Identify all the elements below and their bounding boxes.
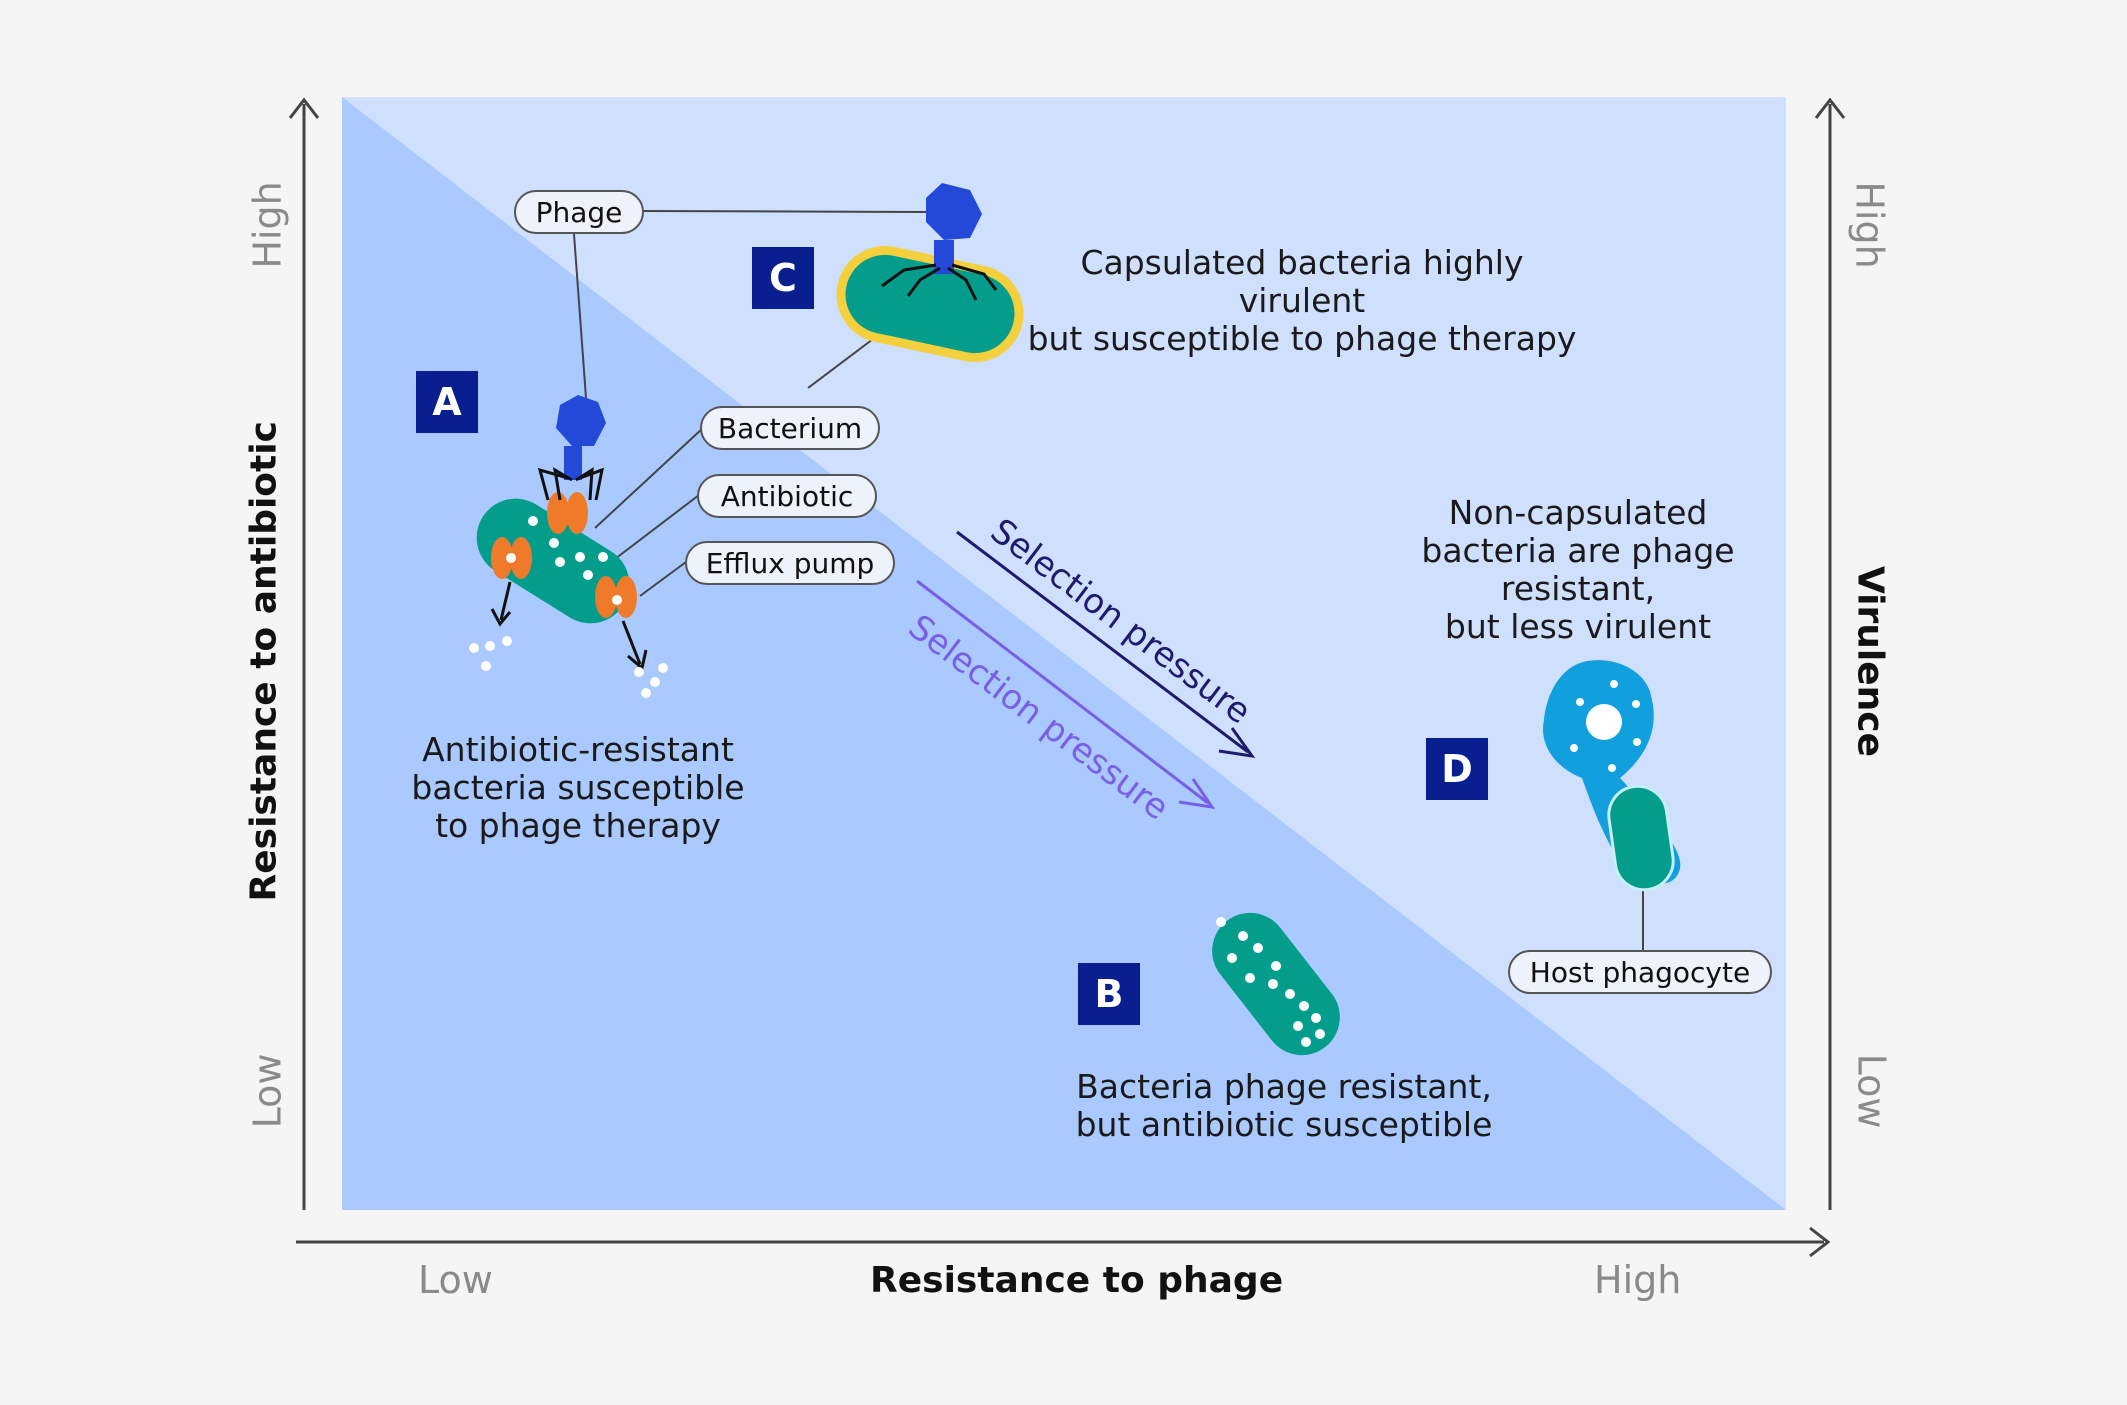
bottom-axis-high-label: High [1594, 1258, 1682, 1302]
host-phagocyte-illustration [1542, 660, 1681, 892]
left-axis [288, 97, 320, 1210]
quadrant-a-caption: Antibiotic-resistant bacteria susceptibl… [388, 731, 768, 845]
quadrant-b-caption-line: Bacteria phage resistant, [1076, 1067, 1492, 1106]
left-axis-high-label: High [245, 181, 290, 269]
quadrant-c-caption-line: but susceptible to phage therapy [1027, 319, 1577, 358]
quadrant-a-caption-line: bacteria susceptible [411, 768, 745, 807]
panel-lower-triangle [342, 97, 1786, 1210]
bacterium-label: Bacterium [700, 406, 880, 450]
quadrant-d-caption-line: bacteria are phage [1421, 531, 1735, 570]
efflux-pump-label: Efflux pump [685, 541, 895, 585]
quadrant-d-caption-line: but less virulent [1444, 607, 1712, 646]
quadrant-a-caption-line: to phage therapy [435, 806, 721, 845]
quadrant-d-caption: Non-capsulated bacteria are phage resist… [1408, 494, 1748, 646]
right-axis-high-label: High [1847, 181, 1892, 269]
bottom-axis [296, 1226, 1831, 1258]
quadrant-d-badge: D [1426, 738, 1488, 800]
left-axis-low-label: Low [245, 1053, 290, 1129]
quadrant-b-badge: B [1078, 963, 1140, 1025]
selection-arrow-light [916, 579, 1216, 809]
left-axis-title: Resistance to antibiotic [243, 421, 285, 902]
quadrant-d-caption-line: Non-capsulated [1448, 493, 1708, 532]
quadrant-c-badge: C [752, 247, 814, 309]
right-axis [1814, 97, 1846, 1210]
bacterium-c-illustration [836, 183, 1024, 363]
quadrant-c-caption-line: Capsulated bacteria highly virulent [1080, 243, 1524, 320]
quadrant-d-caption-line: resistant, [1500, 569, 1656, 608]
antibiotic-label: Antibiotic [697, 474, 877, 518]
bottom-axis-title: Resistance to phage [870, 1260, 1284, 1301]
quadrant-b-caption-line: but antibiotic susceptible [1075, 1105, 1493, 1144]
quadrant-a-badge: A [416, 371, 478, 433]
quadrant-b-caption: Bacteria phage resistant, but antibiotic… [1064, 1068, 1504, 1144]
quadrant-a-caption-line: Antibiotic-resistant [422, 730, 734, 769]
bottom-axis-low-label: Low [418, 1258, 493, 1302]
phage-label: Phage [514, 190, 644, 234]
right-axis-title: Virulence [1849, 565, 1891, 758]
selection-arrow-dark [956, 530, 1256, 759]
bacterium-a-illustration [469, 395, 668, 698]
right-axis-low-label: Low [1849, 1053, 1894, 1129]
quadrant-c-caption: Capsulated bacteria highly virulent but … [1012, 244, 1592, 358]
host-phagocyte-label: Host phagocyte [1508, 950, 1772, 994]
bacterium-b-illustration [1212, 912, 1340, 1056]
leader-lines [573, 210, 1644, 952]
